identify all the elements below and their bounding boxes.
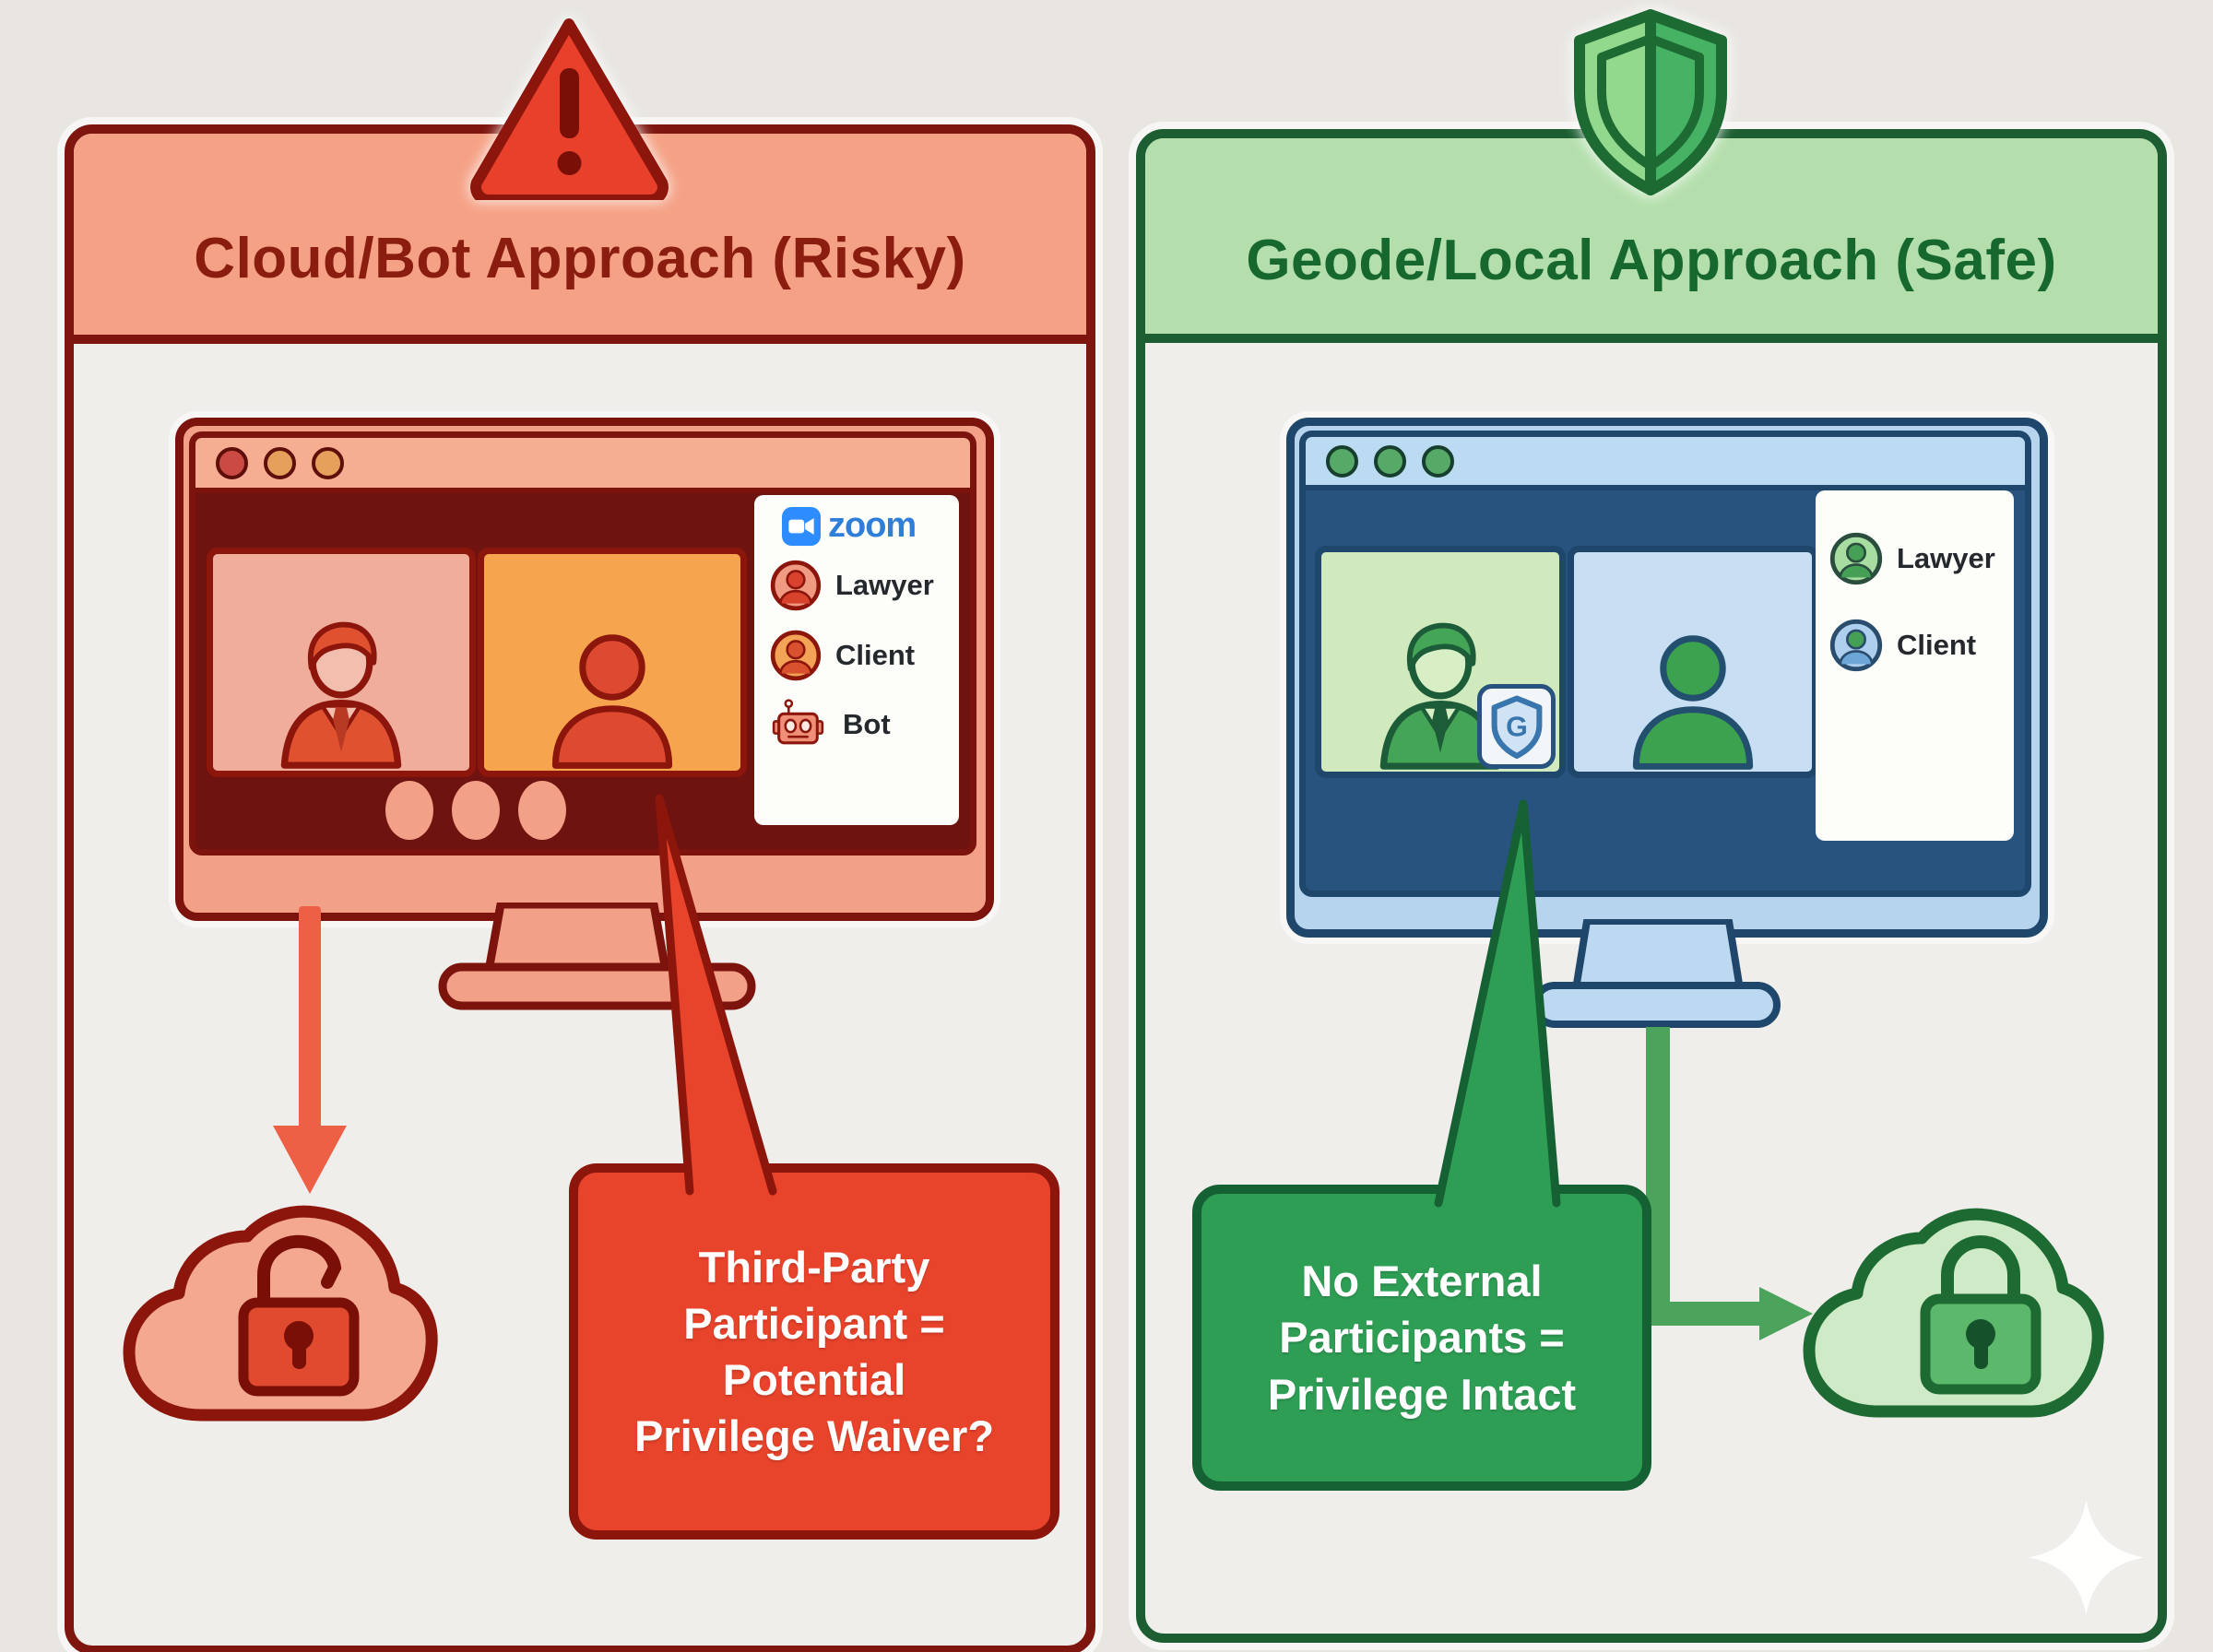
callout-line: Privilege Waiver? bbox=[633, 1411, 995, 1461]
window-dot-icon bbox=[264, 446, 296, 479]
cloud-locked-icon bbox=[1803, 1208, 2104, 1418]
participant-label: Bot bbox=[843, 708, 891, 740]
participant-row: Client bbox=[769, 629, 959, 682]
privacy-shield-badge: G bbox=[1477, 684, 1556, 769]
left-monitor-screen: zoom Lawyer Client bbox=[189, 431, 976, 856]
client-avatar-icon bbox=[1829, 619, 1883, 672]
callout-line: No External bbox=[1301, 1257, 1543, 1306]
control-dot-icon bbox=[518, 781, 566, 840]
control-dot-icon bbox=[385, 781, 433, 840]
left-panel-title: Cloud/Bot Approach (Risky) bbox=[194, 226, 966, 290]
client-video-tile bbox=[478, 548, 747, 777]
participant-row: Client bbox=[1828, 618, 2014, 673]
callout-line: Potential bbox=[722, 1355, 906, 1404]
zoom-logo: zoom bbox=[782, 506, 959, 546]
callout-tail bbox=[655, 794, 777, 1196]
meeting-controls bbox=[385, 781, 566, 840]
control-dot-icon bbox=[452, 781, 500, 840]
participant-row: Lawyer bbox=[769, 559, 959, 612]
shield-badge-icon: G bbox=[1491, 695, 1542, 760]
callout-line: Privilege Intact bbox=[1267, 1369, 1577, 1419]
window-dot-icon bbox=[216, 446, 248, 479]
participant-label: Lawyer bbox=[1897, 542, 1995, 574]
lawyer-avatar-icon bbox=[280, 621, 402, 769]
right-panel-title: Geode/Local Approach (Safe) bbox=[1246, 228, 2057, 292]
lawyer-avatar-icon bbox=[770, 560, 822, 611]
window-dot-icon bbox=[1374, 444, 1406, 478]
sparkle-icon bbox=[2029, 1500, 2144, 1615]
callout-line: Participants = bbox=[1279, 1313, 1565, 1363]
lawyer-avatar-icon bbox=[1829, 532, 1883, 585]
window-dot-icon bbox=[1422, 444, 1454, 478]
down-arrow-icon bbox=[273, 906, 347, 1194]
callout-tail bbox=[1434, 799, 1561, 1208]
participant-row: Bot bbox=[769, 699, 959, 750]
zoom-logo-text: zoom bbox=[828, 506, 917, 545]
lawyer-avatar-icon bbox=[1379, 622, 1501, 770]
robot-icon bbox=[772, 699, 824, 745]
safe-callout-bubble: No External Participants = Privilege Int… bbox=[1192, 1185, 1651, 1491]
monitor-stand bbox=[1532, 919, 1781, 1028]
cloud-unlocked-icon bbox=[123, 1205, 438, 1422]
callout-line: Participant = bbox=[683, 1298, 945, 1348]
right-window-titlebar bbox=[1306, 437, 2025, 490]
lawyer-video-tile bbox=[207, 548, 476, 777]
shield-icon bbox=[1574, 9, 1727, 195]
participant-row: Lawyer bbox=[1828, 531, 2014, 586]
svg-text:G: G bbox=[1506, 712, 1528, 743]
elbow-arrow-icon bbox=[1646, 1027, 1813, 1340]
zoom-camera-icon bbox=[782, 506, 821, 546]
participants-sidebar: zoom Lawyer Client bbox=[754, 495, 959, 825]
participant-label: Client bbox=[835, 639, 916, 671]
window-dot-icon bbox=[312, 446, 344, 479]
participant-label: Client bbox=[1897, 629, 1977, 661]
person-silhouette-icon bbox=[1632, 635, 1754, 770]
participant-label: Lawyer bbox=[835, 569, 934, 601]
right-monitor-screen: G Lawyer Client bbox=[1299, 431, 2031, 897]
risk-callout-bubble: Third-Party Participant = Potential Priv… bbox=[569, 1163, 1059, 1540]
person-silhouette-icon bbox=[551, 634, 673, 769]
left-window-titlebar bbox=[195, 438, 970, 493]
callout-line: Third-Party bbox=[698, 1242, 930, 1292]
client-video-tile bbox=[1568, 546, 1818, 778]
window-dot-icon bbox=[1326, 444, 1358, 478]
client-avatar-icon bbox=[770, 630, 822, 681]
participants-sidebar: Lawyer Client bbox=[1816, 490, 2014, 841]
warning-triangle-icon bbox=[470, 18, 669, 200]
